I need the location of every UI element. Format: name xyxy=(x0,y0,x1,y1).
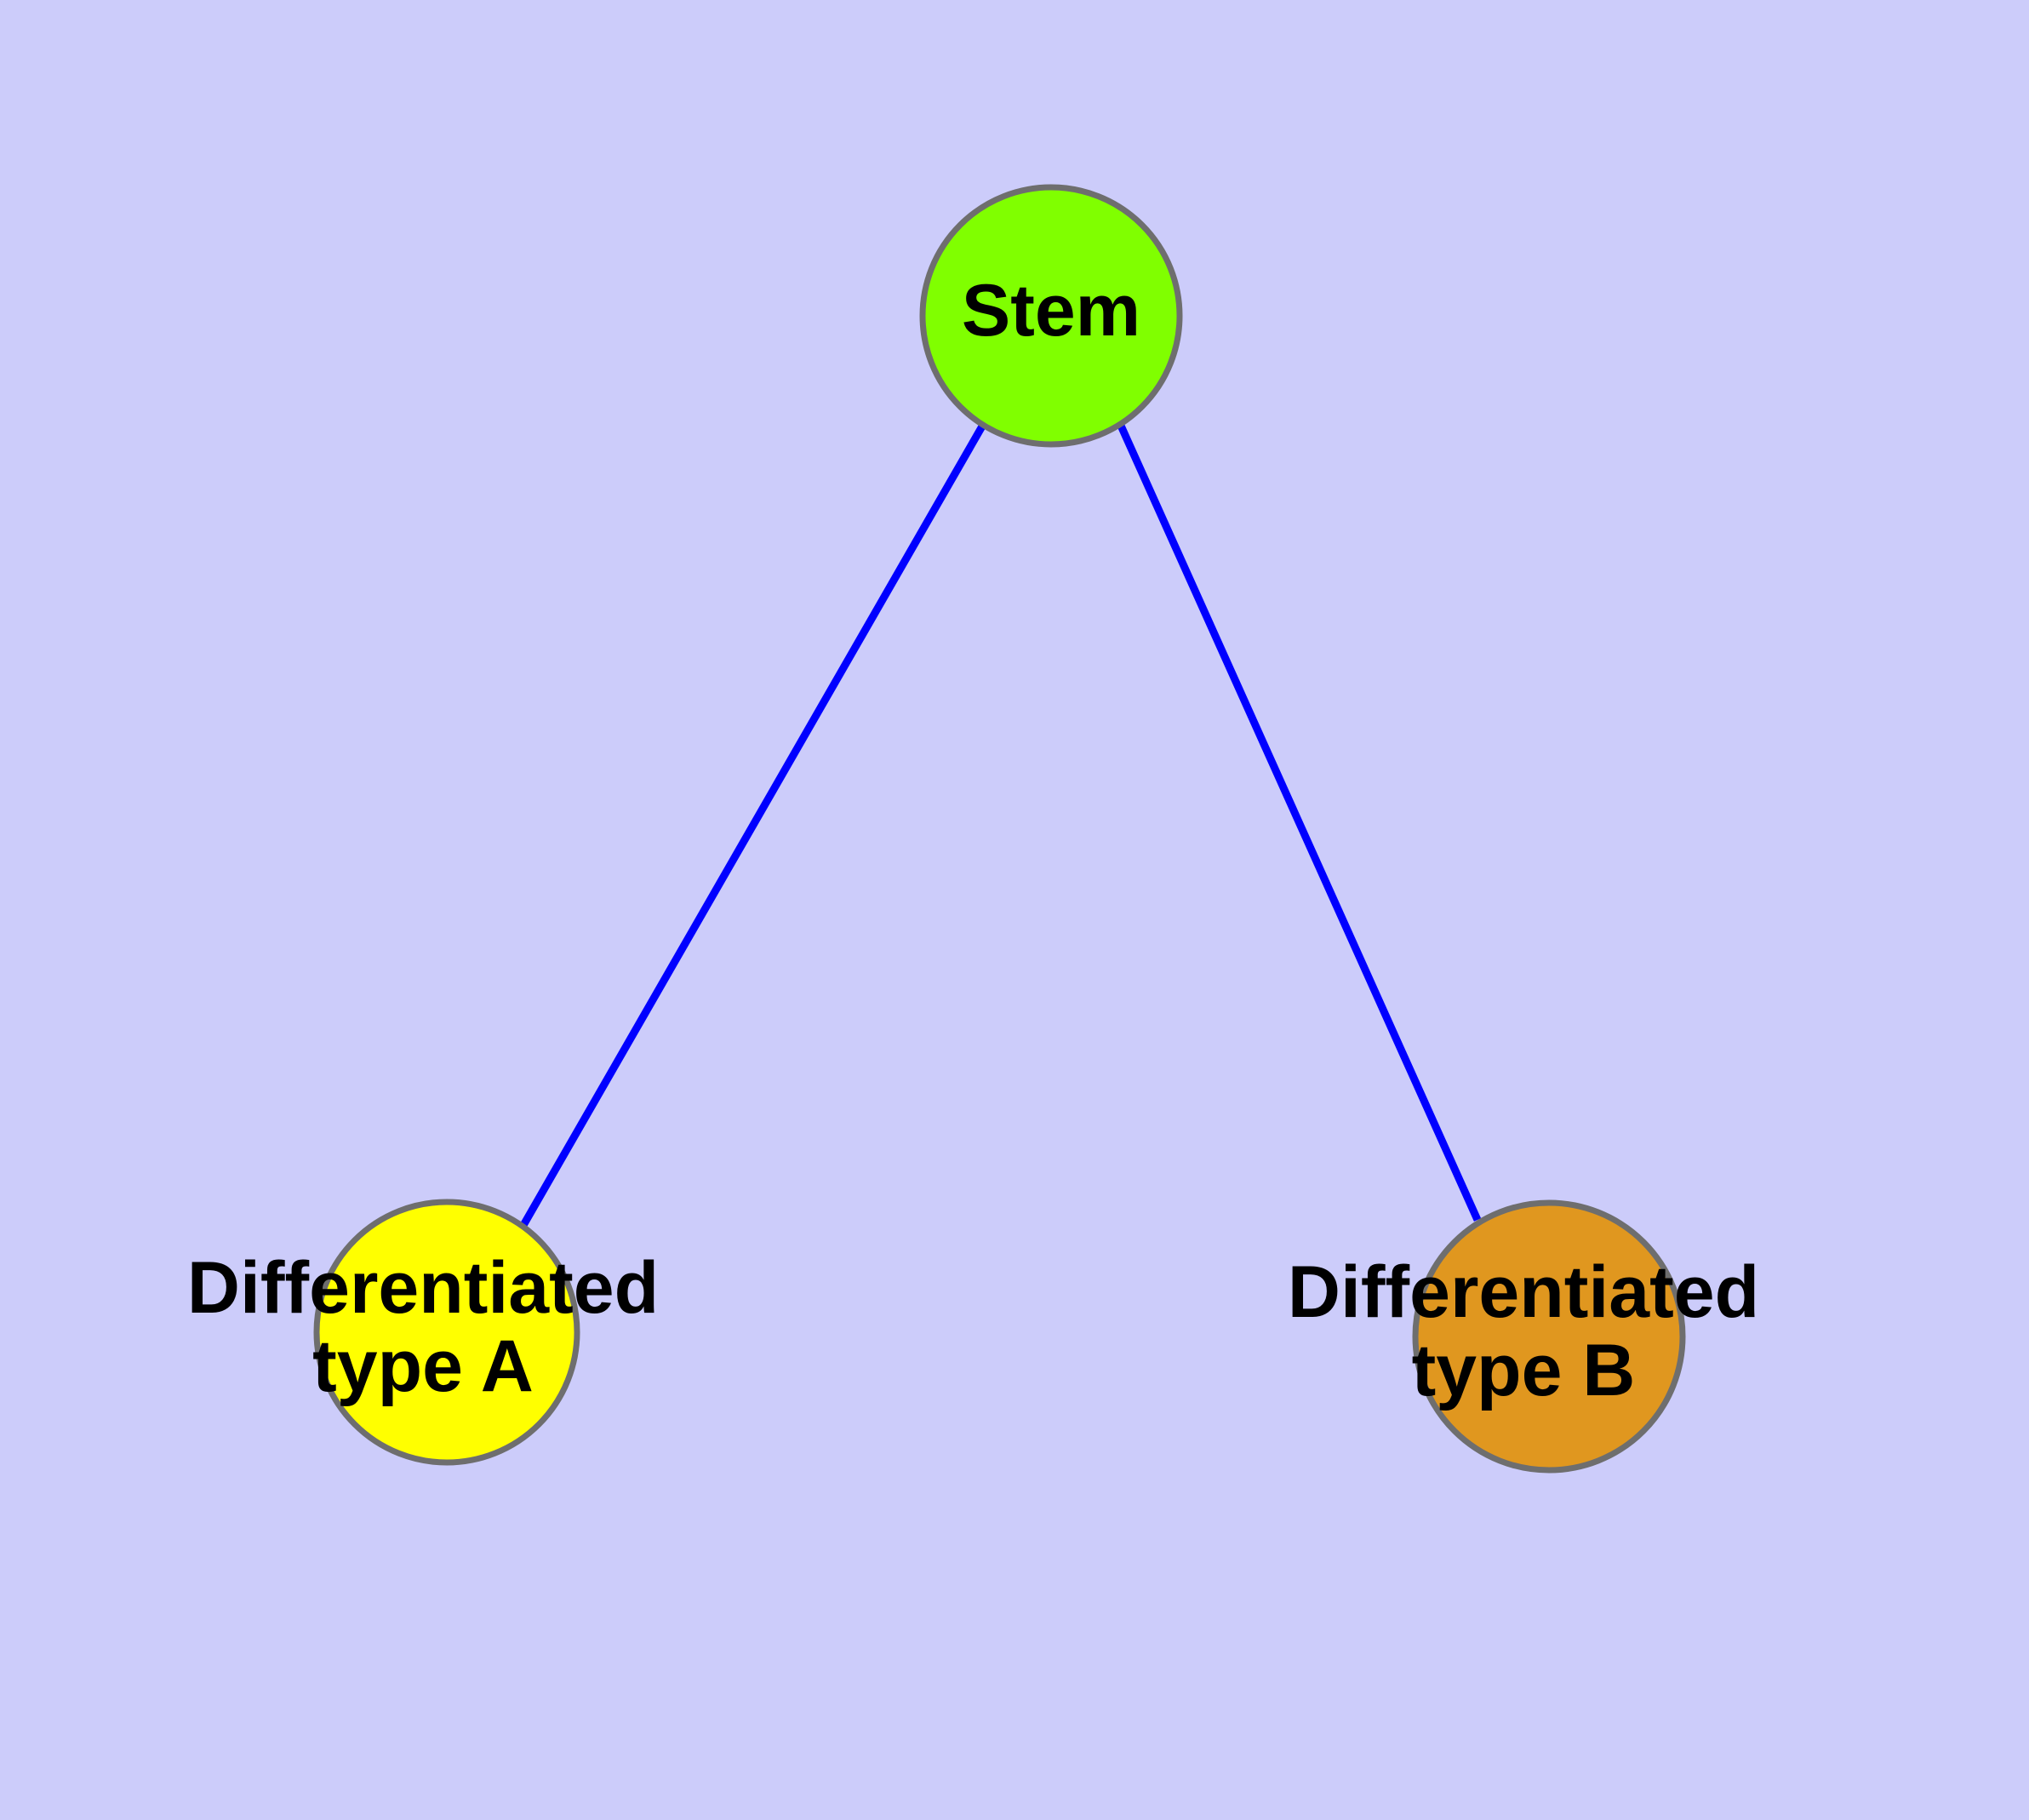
node-differentiated-type-a-circle[interactable] xyxy=(313,1199,580,1466)
node-layer xyxy=(313,184,1686,1474)
node-differentiated-type-b[interactable] xyxy=(1412,1199,1686,1474)
edge-layer xyxy=(519,422,1482,1229)
node-differentiated-type-a[interactable] xyxy=(313,1199,580,1466)
edge-stem-to-differentiated-type-a[interactable] xyxy=(519,422,986,1229)
node-label-stem: Stem xyxy=(962,270,1140,352)
edge-stem-to-differentiated-type-b[interactable] xyxy=(1117,424,1482,1222)
node-differentiated-type-b-circle[interactable] xyxy=(1412,1199,1686,1474)
node-stem[interactable] xyxy=(919,184,1183,448)
node-stem-circle[interactable] xyxy=(919,184,1183,448)
